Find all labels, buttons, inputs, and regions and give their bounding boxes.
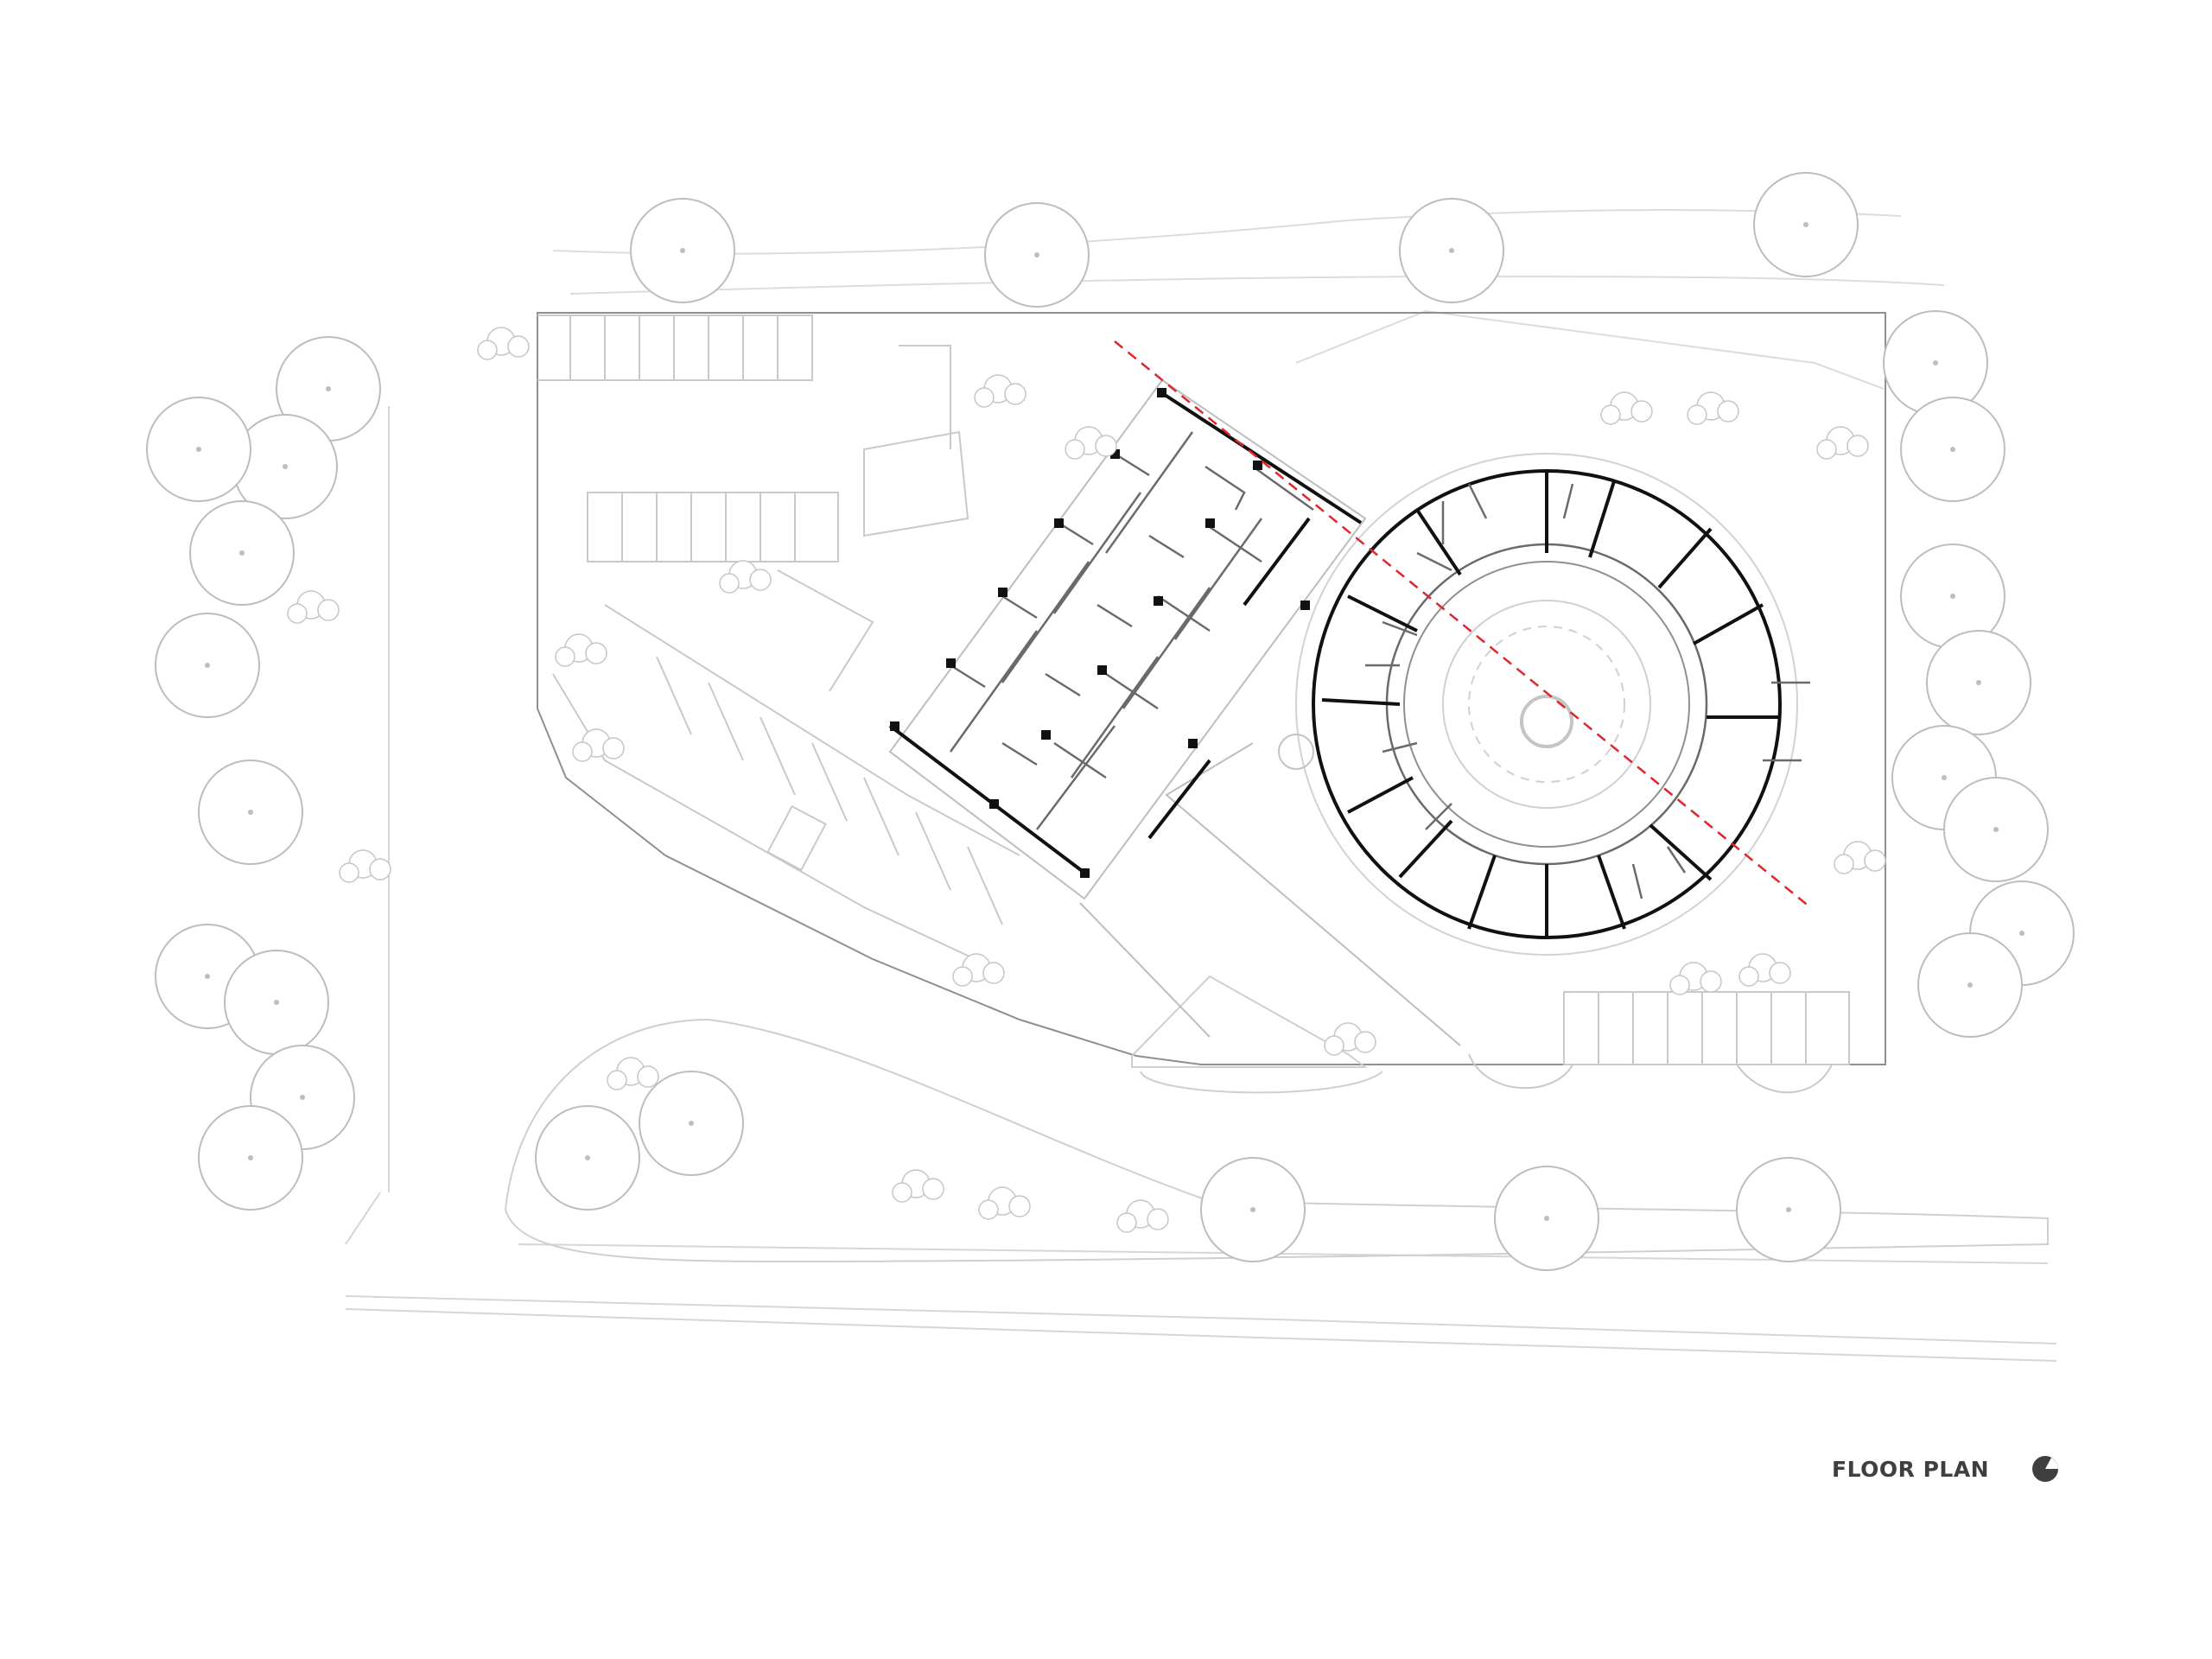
courtyard-planter (1278, 696, 1572, 770)
landscape-island (504, 1018, 2049, 1263)
drawing-label: FLOOR PLAN (1832, 1454, 2060, 1484)
drawing-title: FLOOR PLAN (1832, 1456, 1990, 1482)
diagonal-building-structure (888, 391, 1363, 874)
section-line (1114, 340, 1811, 908)
north-arrow-icon (2032, 1456, 2059, 1482)
bottom-parking (1468, 991, 1850, 1094)
top-street-lines (552, 209, 1945, 390)
shrubs (287, 327, 1886, 1233)
diagonal-building-outline (888, 378, 1461, 1046)
columns (890, 388, 1310, 878)
parking-area (537, 315, 1020, 969)
diagonal-building-walls (949, 391, 1314, 830)
circular-building (1295, 453, 1810, 956)
small-planter (1131, 975, 1383, 1094)
site-boundary (537, 312, 1886, 1065)
